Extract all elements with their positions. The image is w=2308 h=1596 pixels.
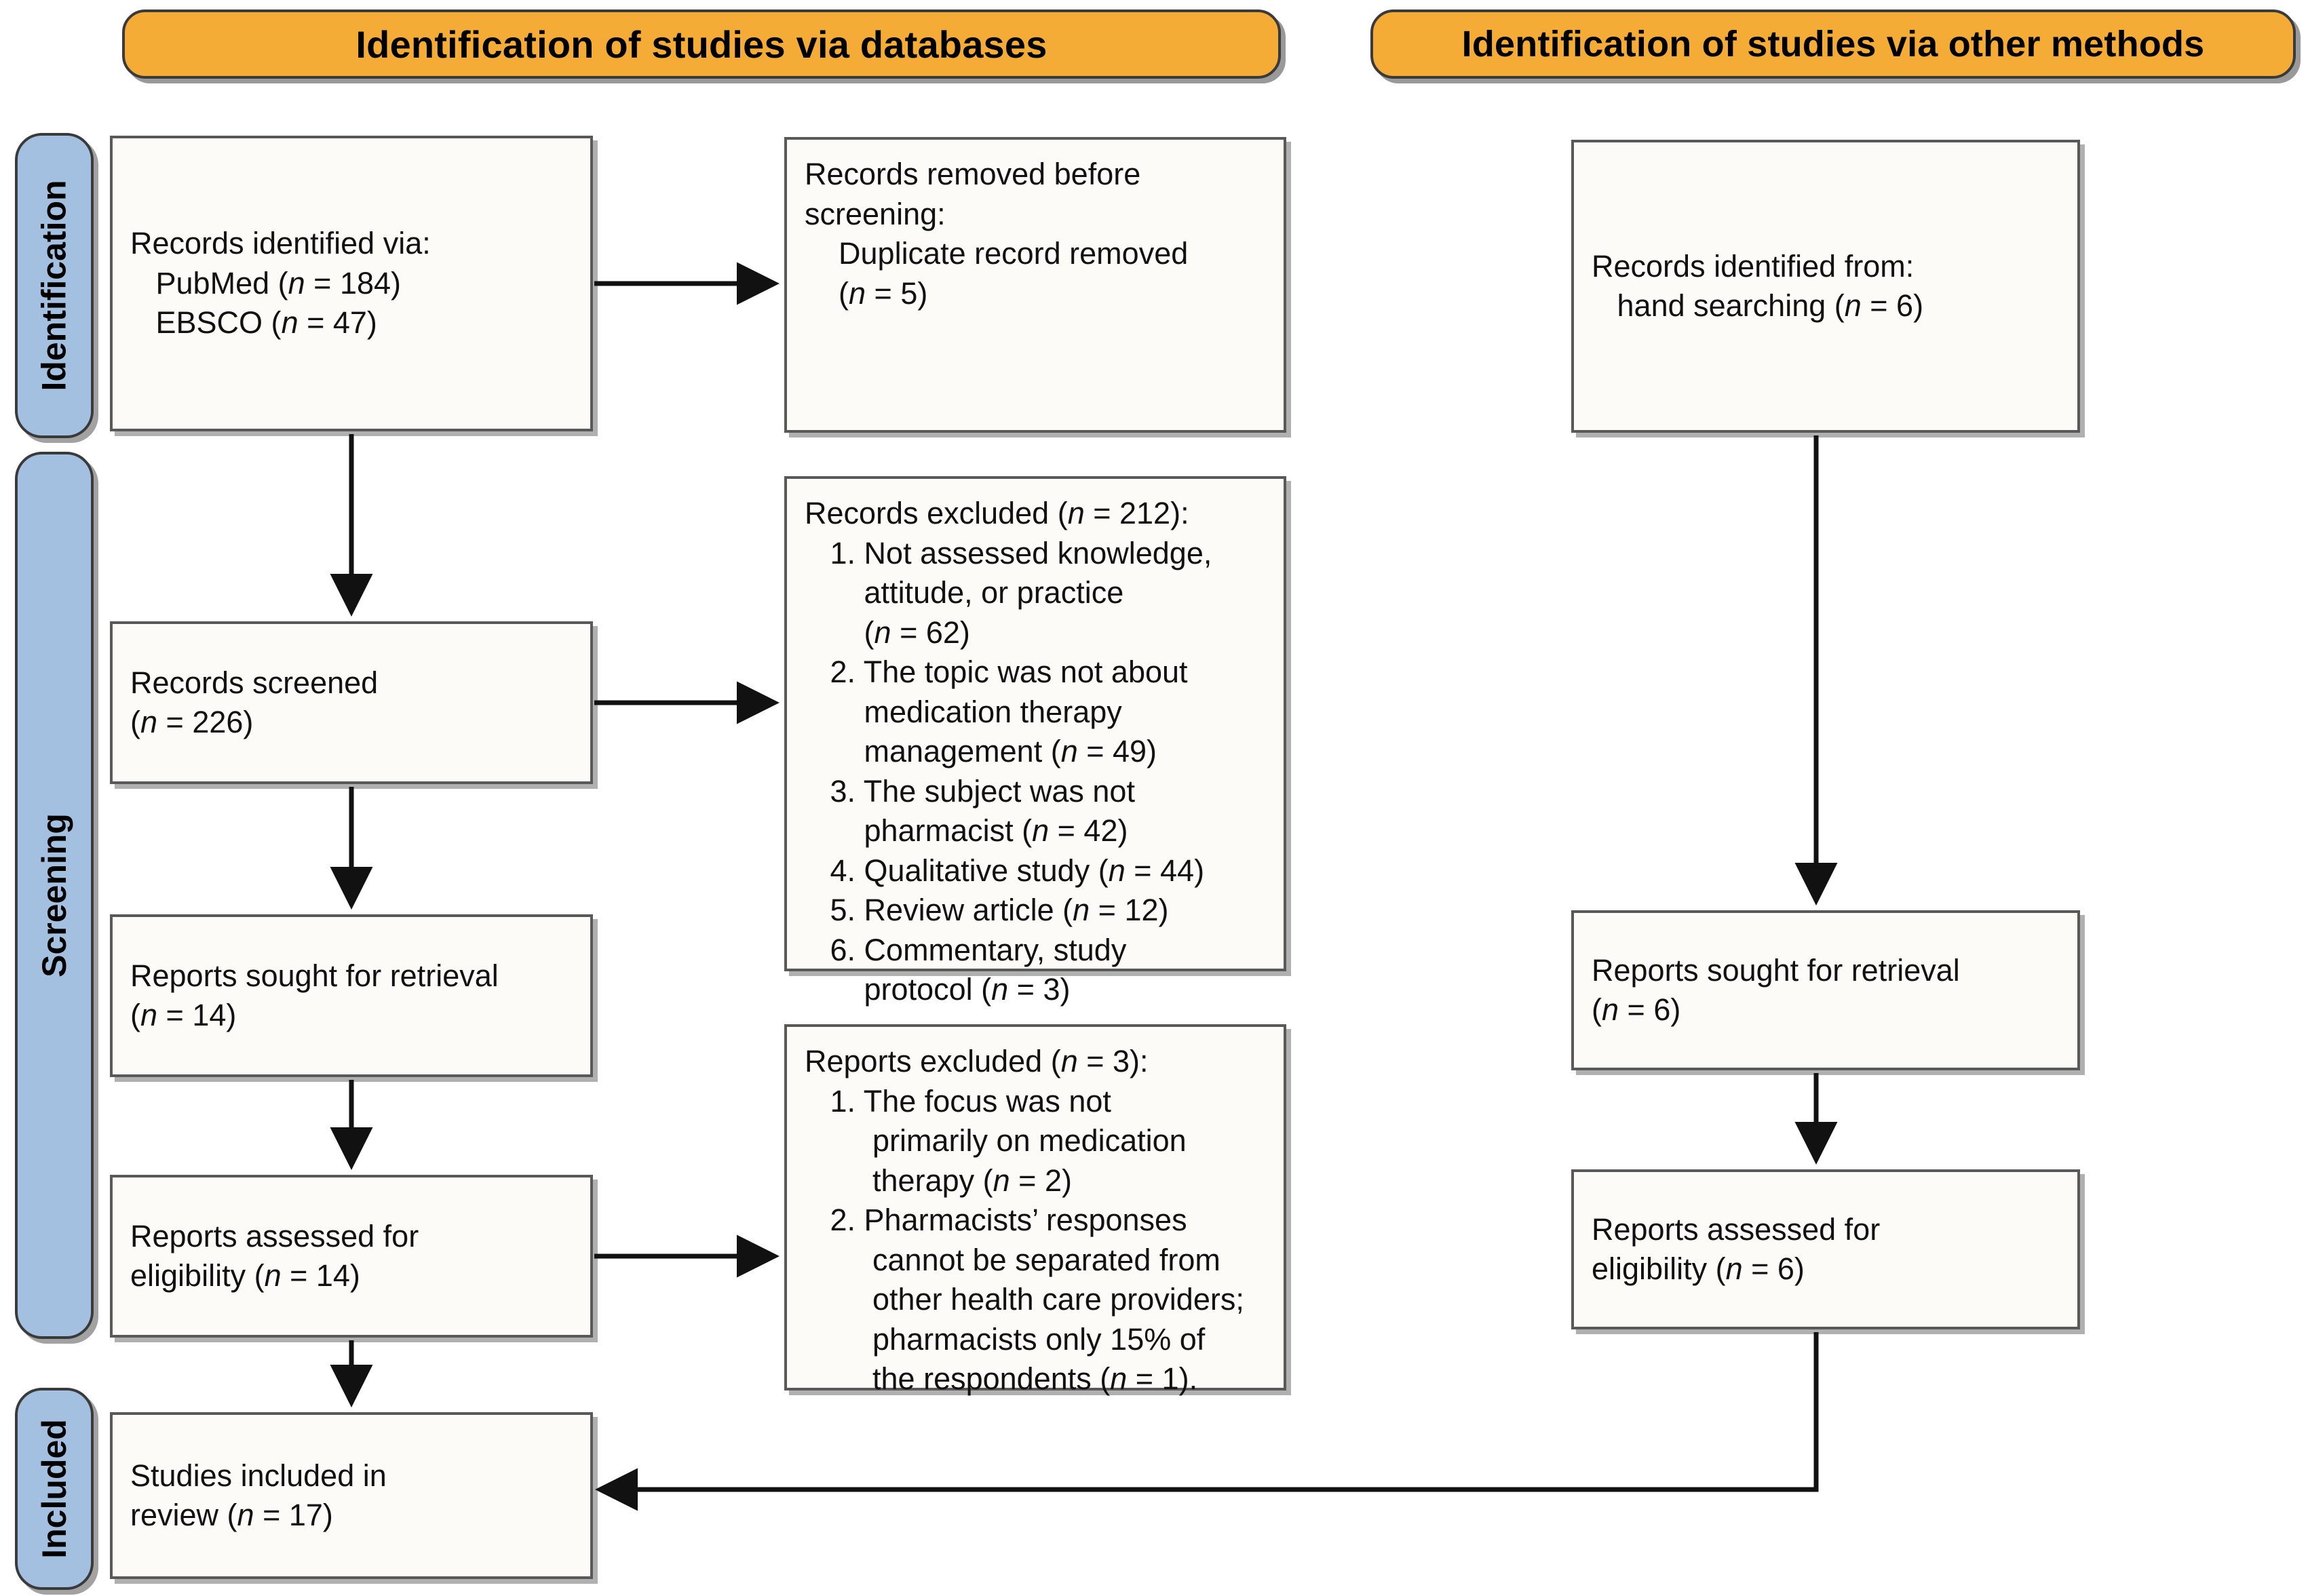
node-records-identified-databases: Records identified via: PubMed (n = 184)… [110, 136, 593, 431]
node-reports-sought-other-text: Reports sought for retrieval (n = 6) [1592, 952, 1960, 1028]
node-reports-sought-for-retrieval-databases: Reports sought for retrieval (n = 14) [110, 914, 593, 1077]
stage-label-identification: Identification [35, 180, 74, 391]
node-records-removed-text: Records removed before screening: Duplic… [805, 157, 1189, 311]
node-reports-assessed-databases-text: Reports assessed for eligibility (n = 14… [130, 1218, 419, 1293]
node-records-excluded: Records excluded (n = 212): 1. Not asses… [784, 476, 1286, 1007]
node-records-identified-databases-text: Records identified via: PubMed (n = 184)… [130, 226, 431, 340]
node-records-removed-before-screening: Records removed before screening: Duplic… [784, 137, 1286, 433]
node-reports-assessed-for-eligibility-databases: Reports assessed for eligibility (n = 14… [110, 1175, 593, 1338]
node-records-screened-text: Records screened (n = 226) [130, 665, 379, 740]
node-records-excluded-text: Records excluded (n = 212): 1. Not asses… [805, 496, 1212, 1007]
stage-pill-screening: Screening [15, 452, 94, 1339]
node-reports-assessed-for-eligibility-other: Reports assessed for eligibility (n = 6) [1571, 1169, 2080, 1329]
banner-identification-databases: Identification of studies via databases [122, 9, 1281, 79]
stage-pill-included: Included [15, 1388, 94, 1590]
node-reports-excluded: Reports excluded (n = 3): 1. The focus w… [784, 1024, 1286, 1396]
stage-label-included: Included [35, 1419, 74, 1559]
node-reports-sought-databases-text: Reports sought for retrieval (n = 14) [130, 958, 499, 1033]
stage-label-screening: Screening [35, 813, 73, 977]
banner-databases-label: Identification of studies via databases [355, 22, 1047, 66]
node-records-identified-other-text: Records identified from: hand searching … [1592, 248, 1924, 324]
stage-pill-identification: Identification [15, 133, 94, 438]
node-reports-excluded-text: Reports excluded (n = 3): 1. The focus w… [805, 1044, 1244, 1396]
node-studies-included-in-review: Studies included in review (n = 17) [110, 1412, 593, 1579]
node-records-identified-other-methods: Records identified from: hand searching … [1571, 140, 2080, 433]
node-reports-assessed-other-text: Reports assessed for eligibility (n = 6) [1592, 1211, 1881, 1287]
banner-other-methods-label: Identification of studies via other meth… [1461, 24, 2205, 64]
node-studies-included-text: Studies included in review (n = 17) [130, 1458, 387, 1533]
banner-identification-other-methods: Identification of studies via other meth… [1370, 9, 2296, 79]
node-reports-sought-for-retrieval-other: Reports sought for retrieval (n = 6) [1571, 910, 2080, 1070]
node-records-screened: Records screened (n = 226) [110, 621, 593, 784]
